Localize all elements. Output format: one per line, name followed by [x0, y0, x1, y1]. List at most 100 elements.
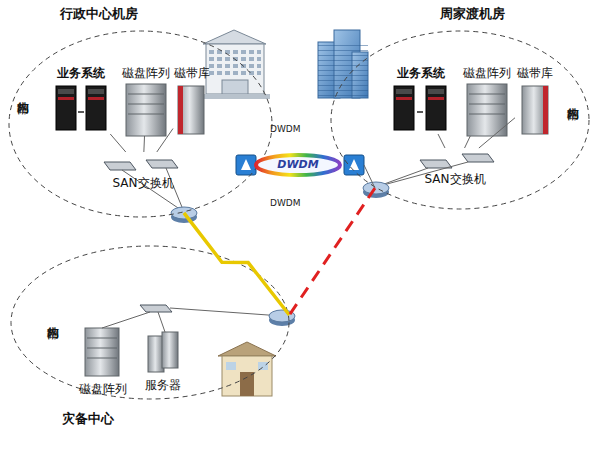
server-group: 业务系统	[390, 66, 452, 134]
server-rack	[419, 111, 421, 113]
branch-building	[218, 342, 276, 396]
device-label: SAN交换机	[410, 172, 500, 186]
router-icon	[363, 182, 389, 194]
server-rack	[421, 111, 423, 113]
server-group: 业务系统	[50, 66, 112, 134]
link-label: DWDM	[270, 198, 301, 208]
server-icon	[148, 332, 178, 372]
disk-array-icon	[85, 328, 119, 376]
dashed-boundary	[10, 245, 290, 400]
router-icon	[269, 310, 295, 326]
server-rack	[88, 97, 104, 100]
connector-line	[465, 136, 471, 148]
disk-array-icon	[469, 104, 505, 105]
office-building	[198, 94, 270, 99]
server-rack	[58, 97, 74, 100]
disk-array-icon	[87, 358, 117, 359]
server-rack	[58, 89, 74, 94]
branch-building	[222, 356, 272, 396]
office-tower	[318, 30, 368, 98]
branch-building	[258, 362, 268, 370]
server-rack	[417, 111, 419, 113]
dwdm-label: DWDM	[232, 158, 364, 172]
server: 服务器	[140, 325, 186, 395]
office-building	[198, 30, 270, 99]
disk-array-icon	[85, 328, 119, 376]
server-rack	[88, 89, 104, 94]
device-label: 磁带库	[173, 66, 211, 80]
server-rack	[394, 86, 446, 130]
wireless-link	[184, 213, 289, 315]
site-title: 灾备中心	[62, 411, 114, 427]
uplink-wire	[122, 168, 184, 212]
lan-switch-icon	[140, 305, 172, 312]
office-building	[222, 80, 248, 94]
disk-array: 磁盘阵列	[460, 66, 514, 136]
device-label: 磁盘阵列	[119, 66, 173, 80]
san-switch-icon	[462, 154, 494, 162]
office-tower	[318, 42, 368, 98]
disk-array-icon	[128, 114, 164, 115]
branch-building	[240, 372, 254, 396]
connector-line	[438, 134, 445, 148]
lan-wire	[102, 312, 150, 328]
branch-building	[218, 342, 276, 356]
dashed-boundary	[331, 31, 589, 209]
disk-array-icon	[126, 84, 166, 136]
san-switch: SAN交换机	[410, 148, 500, 188]
disk-array-icon	[126, 84, 166, 136]
server-rack	[82, 111, 84, 113]
router-icon	[363, 182, 389, 198]
san-switch-icon	[104, 162, 136, 170]
office-building	[206, 44, 264, 94]
device-label: 磁带库	[515, 66, 555, 80]
disk-array-icon	[469, 114, 505, 115]
office-building	[203, 30, 266, 44]
dashed-boundary	[9, 31, 272, 217]
device-label: 业务系统	[390, 66, 452, 80]
disk-array-icon	[87, 338, 117, 339]
office-building	[209, 48, 261, 76]
router-icon	[171, 207, 197, 223]
lan-wire	[170, 308, 282, 316]
device-label: SAN交换机	[98, 176, 188, 190]
server-rack	[428, 97, 444, 100]
server-rack	[86, 86, 106, 130]
san-switch-icon	[104, 160, 178, 170]
backup-link	[289, 188, 375, 315]
device-label: 服务器	[140, 378, 186, 392]
server-icon	[162, 332, 178, 368]
server-rack	[80, 111, 82, 113]
connector-line	[479, 118, 515, 148]
san-switch-icon	[420, 160, 452, 168]
connector-line	[143, 136, 145, 152]
site-ellipse: 灾备中心内部结构磁盘阵列服务器	[10, 245, 290, 400]
device-label: 磁盘阵列	[460, 66, 514, 80]
disk-array-icon	[128, 94, 164, 95]
site-title: 行政中心机房	[60, 6, 138, 22]
tape-library-icon	[178, 86, 204, 134]
disk-array-icon	[87, 348, 117, 349]
dashed-boundary	[11, 246, 289, 399]
san-switch-icon	[146, 160, 178, 168]
tape-library-icon	[522, 86, 548, 134]
server-rack	[396, 97, 412, 100]
server-rack	[56, 86, 106, 130]
site-title: 周家渡机房	[440, 6, 505, 22]
server-rack	[78, 111, 80, 113]
san-switch: SAN交换机	[98, 152, 188, 192]
tape-library-icon	[178, 86, 183, 134]
disk-array-icon	[469, 94, 505, 95]
tape-library: 磁带库	[515, 66, 555, 136]
server-rack	[394, 86, 414, 130]
connector-line	[110, 134, 126, 152]
server-rack	[56, 86, 76, 130]
connector-line	[157, 129, 173, 152]
branch-building	[226, 362, 236, 370]
disk-array: 磁盘阵列	[119, 66, 173, 136]
disk-array-icon	[467, 84, 507, 136]
device-label: 业务系统	[50, 66, 112, 80]
